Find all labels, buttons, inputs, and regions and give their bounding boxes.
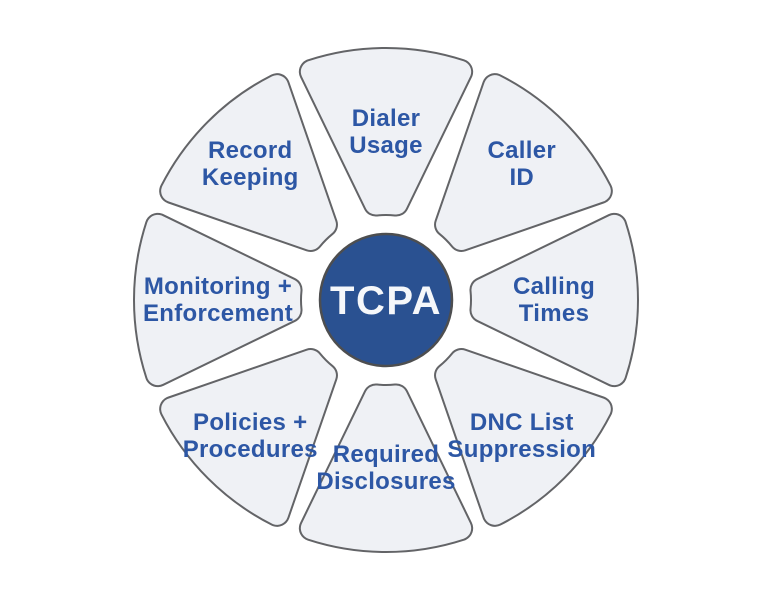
segment-label-line: DNC List — [470, 409, 574, 436]
segment-label-line: Times — [519, 300, 589, 327]
segment-label-line: Policies + — [193, 409, 307, 436]
segment-label-line: ID — [509, 164, 534, 191]
wedge-fill — [300, 49, 472, 215]
segment-label: Policies +Procedures — [183, 409, 318, 463]
wedge-fill — [471, 214, 637, 386]
wedge-fill — [300, 385, 472, 551]
segment-label-line: Disclosures — [316, 468, 455, 495]
segment-label-line: Keeping — [202, 164, 299, 191]
hub-group: TCPA — [318, 232, 454, 368]
segment-label-line: Calling — [513, 273, 595, 300]
wedge-fill — [161, 75, 336, 250]
wedge-fill — [436, 350, 611, 525]
wedge-fill — [135, 214, 301, 386]
hub-circle — [318, 232, 454, 368]
segment-label-line: Procedures — [183, 436, 318, 463]
wedge-fill — [436, 75, 611, 250]
segment-label-line: Record — [208, 137, 293, 164]
hub-label: TCPA — [330, 279, 442, 323]
wedge-fill — [161, 350, 336, 525]
segment-label-line: Dialer — [352, 105, 421, 132]
segment-label-line: Usage — [349, 132, 423, 159]
segment-label-line: Monitoring + — [144, 273, 292, 300]
segment-label-line: Required — [333, 441, 439, 468]
segment-label: Monitoring +Enforcement — [143, 273, 293, 327]
segment-monitoring-enforcement: Monitoring +Enforcement — [133, 212, 303, 388]
segment-policies-procedures: Policies +Procedures — [159, 348, 338, 527]
segment-label-line: Caller — [488, 137, 557, 164]
segment-label-line: Enforcement — [143, 300, 293, 327]
segment-label-line: Suppression — [447, 436, 596, 463]
